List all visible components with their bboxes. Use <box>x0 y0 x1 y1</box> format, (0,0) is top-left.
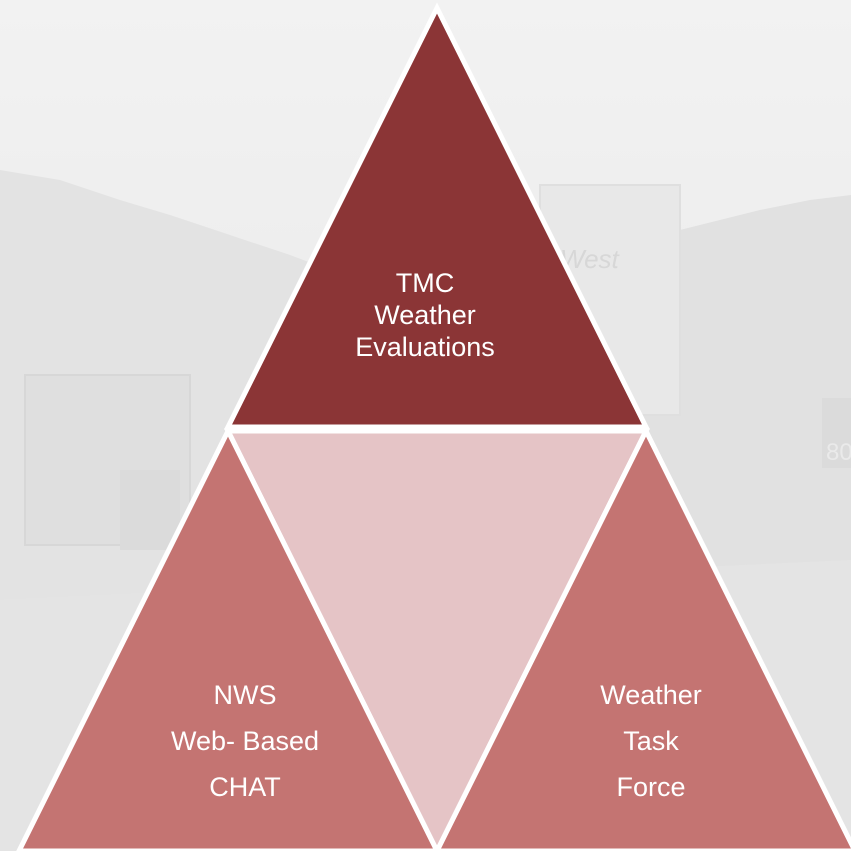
right-label-line-2: Task <box>623 726 679 756</box>
road-sign <box>822 398 851 468</box>
top-label-line-3: Evaluations <box>355 332 495 362</box>
top-triangle-label: TMC Weather Evaluations <box>290 267 560 363</box>
right-triangle <box>434 425 851 851</box>
top-label-line-1: TMC <box>395 268 455 298</box>
left-truck-cab <box>120 470 180 550</box>
left-triangle <box>16 425 440 851</box>
right-label-line-1: Weather <box>600 680 702 710</box>
right-label-line-3: Force <box>616 772 686 802</box>
top-triangle <box>223 2 651 430</box>
left-label-line-3: CHAT <box>209 772 281 802</box>
truck-trailer-text: West <box>560 244 621 274</box>
top-label-line-2: Weather <box>374 300 476 330</box>
left-triangle-label: NWS Web- Based CHAT <box>110 672 380 810</box>
road-sign-text: 80 <box>826 439 851 466</box>
right-triangle-label: Weather Task Force <box>516 672 786 810</box>
left-label-line-2: Web- Based <box>170 726 320 756</box>
left-label-line-1: NWS <box>213 680 277 710</box>
